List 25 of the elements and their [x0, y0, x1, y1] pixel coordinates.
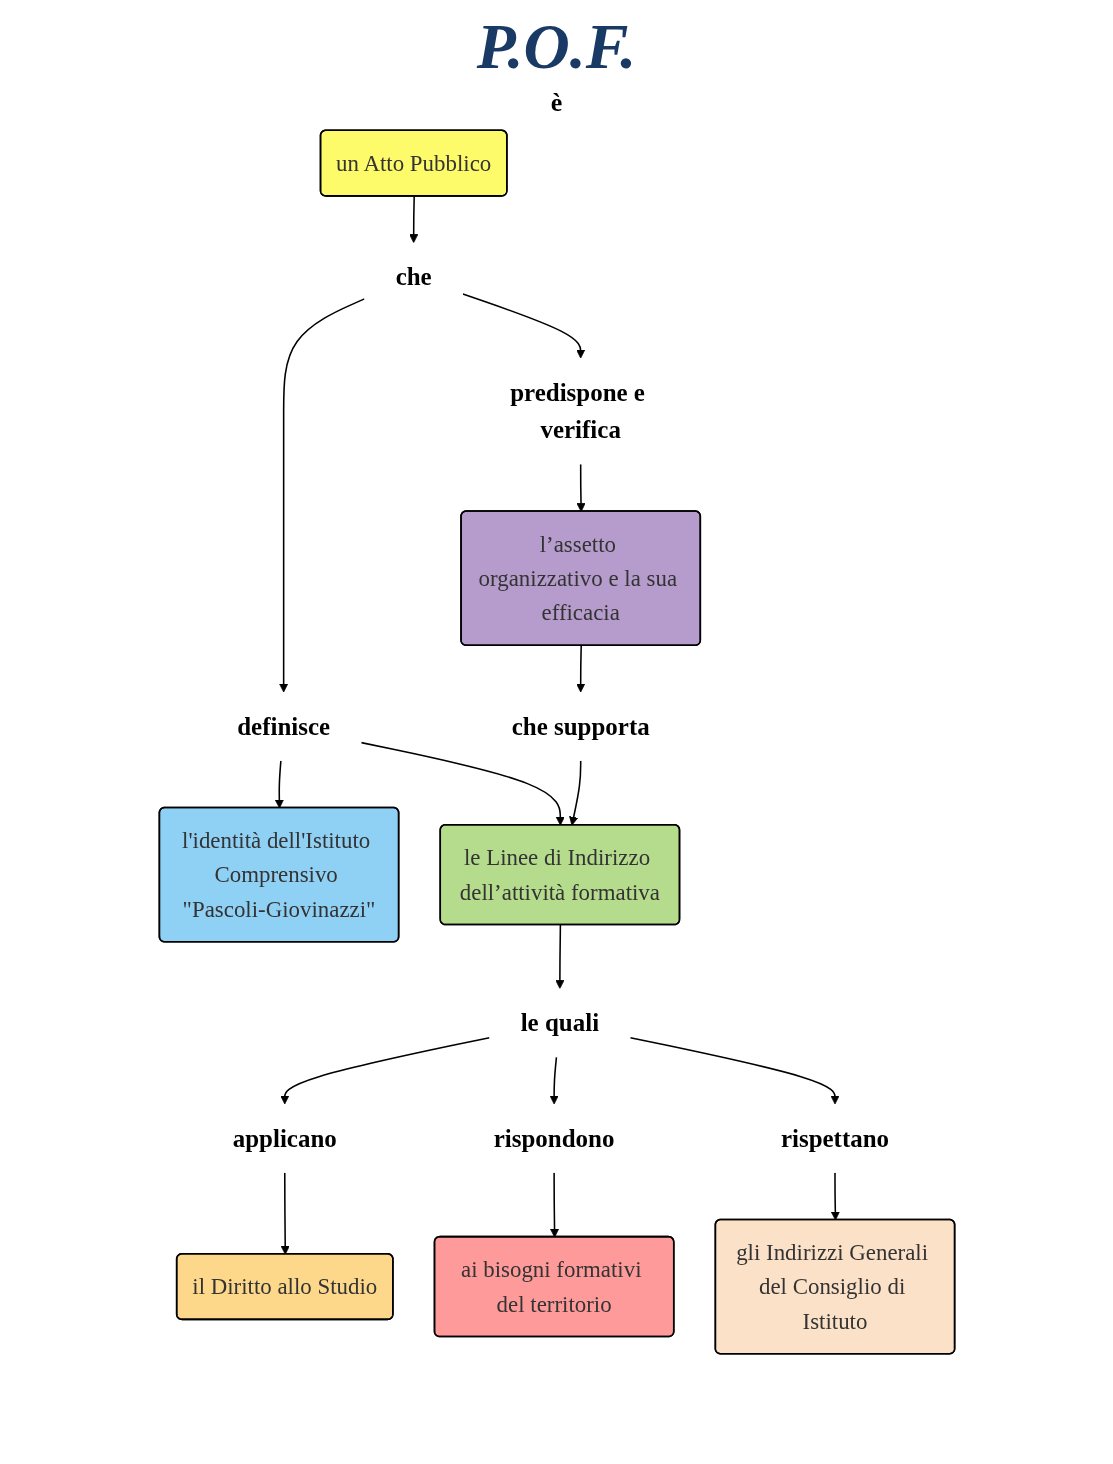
arrow: [568, 759, 581, 826]
arrow: [830, 1171, 840, 1221]
arrow: [575, 463, 586, 512]
arrow: [575, 645, 585, 693]
arrow: [549, 1171, 559, 1238]
arrow: [280, 1171, 290, 1255]
node-text: applicano: [232, 1124, 337, 1152]
arrow: [408, 195, 418, 244]
node-text: che: [395, 263, 432, 291]
node-text: le quali: [520, 1009, 599, 1037]
node-text: che supporta: [511, 712, 650, 740]
node-text: rispettano: [780, 1124, 889, 1152]
arrow: [279, 1036, 490, 1105]
label-text: è: [550, 88, 563, 118]
arrow: [360, 741, 565, 826]
node-text: rispondono: [493, 1124, 614, 1152]
arrow: [278, 298, 365, 693]
arrow: [461, 293, 585, 359]
arrow: [554, 924, 564, 989]
node-text: predispone e verifica: [509, 378, 645, 444]
arrow: [629, 1036, 840, 1105]
arrow: [274, 759, 284, 809]
arrow: [549, 1056, 559, 1105]
node-text: definisce: [236, 712, 330, 740]
title: P.O.F.: [475, 10, 638, 84]
